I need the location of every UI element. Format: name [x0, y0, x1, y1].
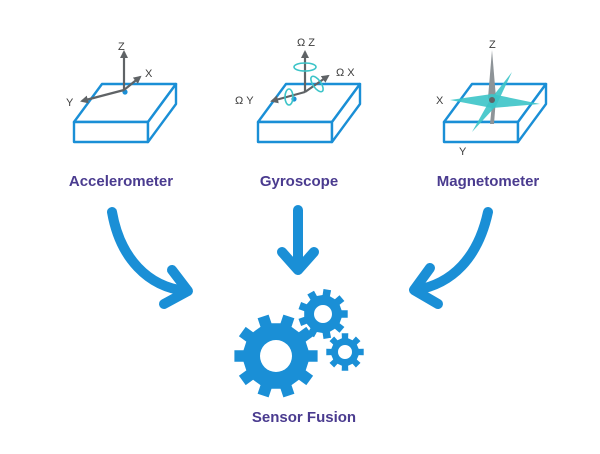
arrow-accelerometer-to-fusion — [107, 207, 193, 309]
gears-icon — [234, 289, 364, 398]
gyroscope-x-label: Ω X — [336, 67, 355, 79]
accelerometer-label: Accelerometer — [69, 173, 173, 190]
magnetometer-y-label: Y — [459, 146, 467, 158]
gear-small-shape — [326, 333, 364, 371]
accelerometer-x-label: X — [145, 68, 153, 80]
gyroscope-chip-icon — [256, 82, 362, 144]
large-gear-icon — [234, 314, 318, 398]
gear-mid-shape — [298, 289, 348, 339]
accelerometer-node: Z X Y Accelerometer — [66, 41, 178, 190]
small-gear-icon — [326, 333, 364, 371]
magnetometer-x-label: X — [436, 95, 444, 107]
gyroscope-label: Gyroscope — [260, 173, 338, 190]
gyroscope-axes-icon — [270, 50, 330, 104]
arrow-gyroscope-to-fusion — [277, 205, 319, 275]
medium-gear-icon — [298, 289, 348, 339]
sensor-fusion-label: Sensor Fusion — [252, 409, 356, 426]
accelerometer-z-label: Z — [118, 41, 125, 53]
gyroscope-z-label: Ω Z — [297, 37, 315, 49]
rotation-ring-icon — [284, 62, 324, 106]
accelerometer-chip-icon — [72, 82, 178, 144]
accelerometer-axes-icon — [80, 50, 142, 104]
compass-star-icon — [450, 50, 540, 132]
gear-big-shape — [234, 314, 318, 398]
gyroscope-y-label: Ω Y — [235, 95, 254, 107]
magnetometer-z-label: Z — [489, 39, 496, 51]
magnetometer-node: Z X Y Magnetometer — [436, 39, 548, 190]
accelerometer-y-label: Y — [66, 97, 74, 109]
gyroscope-node: Ω Z Ω X Ω Y Gyroscope — [235, 37, 362, 190]
magnetometer-label: Magnetometer — [437, 173, 540, 190]
arrow-magnetometer-to-fusion — [409, 207, 493, 309]
